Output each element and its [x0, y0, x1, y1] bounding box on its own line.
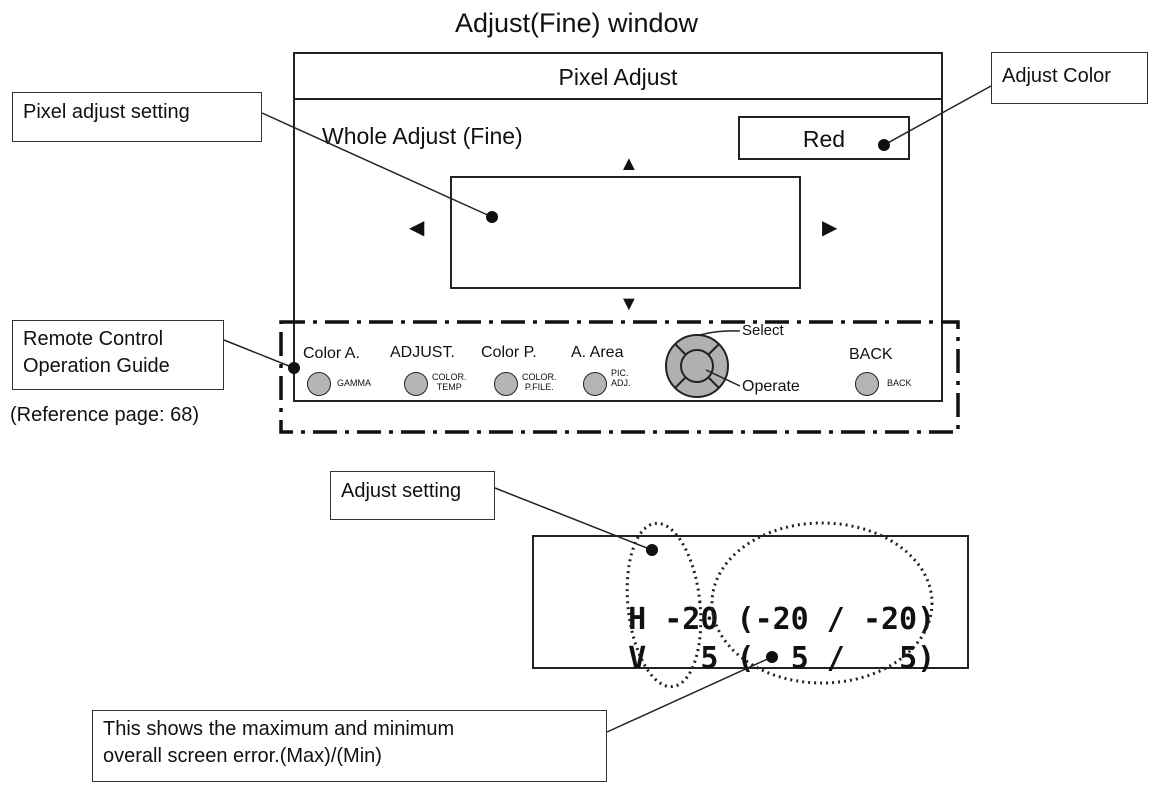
readout-h-min: -20: [862, 602, 918, 637]
maxmin-ellipse: [710, 521, 934, 685]
remote-line-2: Operation Guide: [23, 355, 170, 377]
readout-v-min: 5: [899, 641, 918, 676]
value-ellipse: [625, 521, 703, 689]
maxmin-line-1: This shows the maximum and minimum: [103, 718, 455, 740]
color-dot: [878, 139, 890, 151]
color-pfile-button-icon: [494, 372, 518, 396]
joystick-icon: [665, 334, 729, 398]
adjust-color-box: Red: [738, 116, 910, 160]
readout-v-value: 5: [700, 641, 719, 676]
operate-label: Operate: [742, 378, 800, 395]
remote-leader: [223, 339, 295, 369]
right-arrow-icon: ▶: [822, 217, 838, 239]
operate-leader: [705, 369, 741, 387]
callout-max-min: This shows the maximum and minimum overa…: [92, 710, 607, 782]
adjust-leader: [494, 487, 653, 551]
pixel-dot: [486, 211, 498, 223]
guide-label-color-p: Color P.: [481, 344, 537, 361]
color-temp-button-icon: [404, 372, 428, 396]
guide-label-adjust: ADJUST.: [390, 344, 455, 361]
up-arrow-icon: ▲: [619, 153, 639, 175]
color-leader: [883, 85, 992, 146]
pixel-leader: [261, 112, 493, 218]
back-button-icon: [855, 372, 879, 396]
gamma-button-icon: [307, 372, 331, 396]
pic-adj-button-icon: [583, 372, 607, 396]
back-key-label: BACK: [887, 378, 912, 388]
adjust-readout-panel: [532, 535, 969, 669]
readout-h-axis: H: [628, 602, 647, 637]
color-pfile-key-label: COLOR. P.FILE.: [522, 372, 557, 392]
pic-adj-key-label: PIC. ADJ.: [611, 368, 631, 388]
readout-h-max: -20: [754, 602, 809, 637]
callout-pixel-adjust-setting: Pixel adjust setting: [12, 92, 262, 142]
diagram-title: Adjust(Fine) window: [454, 8, 699, 38]
down-arrow-icon: ▼: [619, 293, 639, 315]
readout-h-value: -20: [664, 602, 719, 637]
remote-dot: [288, 362, 300, 374]
left-arrow-icon: ◀: [409, 217, 425, 239]
callout-adjust-setting: Adjust setting: [330, 471, 495, 520]
maxmin-dot: [766, 651, 778, 663]
reference-page-note: (Reference page: 68): [10, 404, 200, 426]
readout-v-axis: V: [628, 641, 647, 676]
window-header: Pixel Adjust: [293, 52, 943, 100]
remote-line-1: Remote Control: [23, 328, 164, 350]
mode-label: Whole Adjust (Fine): [322, 123, 523, 149]
adjust-dot: [646, 544, 658, 556]
guide-label-color-a: Color A.: [303, 345, 360, 362]
adjust-window: [293, 52, 943, 402]
readout-row-h: H -20 (-20 / -20): [628, 602, 936, 637]
pixel-adjust-area: [450, 176, 801, 289]
gamma-key-label: GAMMA: [337, 378, 372, 388]
color-temp-key-label: COLOR. TEMP: [432, 372, 467, 392]
callout-remote-control-guide: Remote Control Operation Guide: [12, 320, 224, 390]
select-label: Select: [742, 322, 784, 339]
maxmin-leader: [606, 656, 773, 733]
remote-guide-frame: [279, 320, 960, 434]
callout-adjust-color: Adjust Color: [991, 52, 1148, 104]
guide-label-back: BACK: [849, 346, 893, 363]
select-leader: [699, 330, 741, 336]
maxmin-line-2: overall screen error.(Max)/(Min): [103, 745, 382, 767]
readout-v-max: 5: [790, 641, 809, 676]
guide-label-a-area: A. Area: [571, 344, 624, 361]
